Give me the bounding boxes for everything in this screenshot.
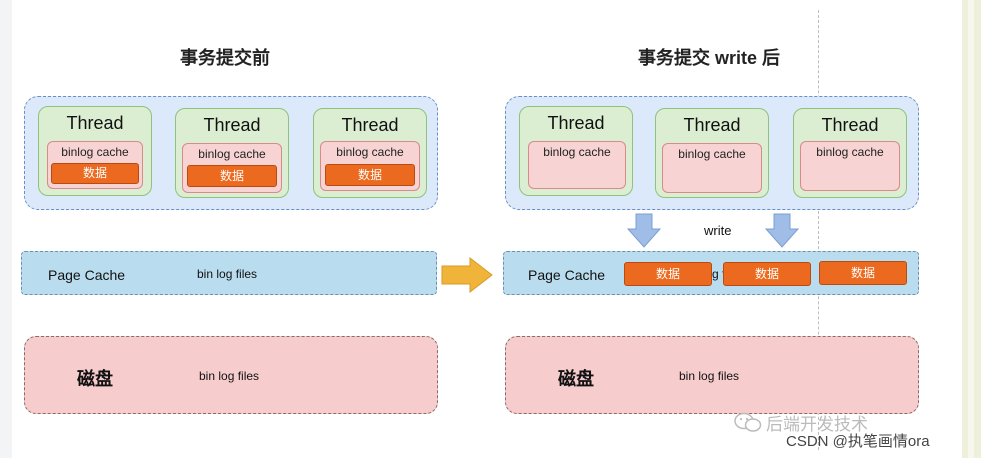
disk-label: 磁盘 [77, 369, 113, 389]
right-edge-strip-inner [968, 0, 974, 458]
thread-label: Thread [66, 113, 124, 133]
binlog-cache: binlog cache 数据 [47, 141, 143, 189]
binlog-cache: binlog cache 数据 [320, 141, 420, 191]
after-thread-2: Thread binlog cache [655, 108, 769, 198]
binlog-cache: binlog cache 数据 [182, 143, 282, 193]
thread-label: Thread [203, 115, 261, 135]
data-block: 数据 [187, 165, 277, 187]
disk-files: bin log files [679, 369, 740, 383]
after-disk: 磁盘 bin log files [505, 336, 919, 414]
page-cache-data-block: 数据 [819, 261, 907, 285]
data-block: 数据 [51, 163, 139, 184]
page-cache-label: Page Cache [528, 267, 606, 283]
after-thread-3: Thread binlog cache [793, 108, 907, 198]
page-cache-label: Page Cache [48, 267, 126, 283]
thread-label: Thread [341, 115, 399, 135]
data-block: 数据 [325, 164, 415, 186]
before-page-cache: Page Cache bin log files [21, 251, 437, 295]
page-cache-files: bin log files [197, 267, 258, 281]
before-thread-2: Thread binlog cache 数据 [175, 108, 289, 198]
left-edge-strip [0, 0, 12, 458]
binlog-cache-label: binlog cache [543, 145, 611, 159]
binlog-cache-label: binlog cache [61, 145, 129, 159]
thread-label: Thread [547, 113, 605, 133]
binlog-cache-label: binlog cache [336, 145, 404, 159]
dashed-guide-line [818, 10, 819, 450]
disk-label: 磁盘 [558, 369, 594, 389]
watermark-csdn: CSDN @执笔画情ora [786, 433, 930, 450]
before-thread-1: Thread binlog cache 数据 [38, 106, 152, 196]
page-cache-data-block: 数据 [723, 262, 811, 286]
write-label: write [704, 223, 732, 238]
binlog-cache-label: binlog cache [198, 147, 266, 161]
watermark-account: 后端开发技术 [766, 415, 868, 434]
before-title: 事务提交前 [180, 48, 270, 68]
binlog-cache: binlog cache [528, 141, 626, 189]
binlog-cache: binlog cache [800, 141, 900, 191]
thread-label: Thread [683, 115, 741, 135]
transition-arrow-icon [441, 256, 493, 294]
after-thread-1: Thread binlog cache [519, 106, 633, 196]
binlog-cache-label: binlog cache [678, 147, 746, 161]
before-thread-3: Thread binlog cache 数据 [313, 108, 427, 198]
page-cache-data-block: 数据 [624, 262, 712, 286]
thread-label: Thread [821, 115, 879, 135]
wechat-icon [734, 412, 762, 432]
write-arrow-down-icon [764, 213, 800, 248]
before-disk: 磁盘 bin log files [24, 336, 438, 414]
write-arrow-down-icon [626, 213, 662, 248]
binlog-cache-label: binlog cache [816, 145, 884, 159]
after-title: 事务提交 write 后 [638, 48, 781, 68]
binlog-cache: binlog cache [662, 143, 762, 193]
disk-files: bin log files [199, 369, 260, 383]
page-cache-files: g f [712, 267, 726, 281]
